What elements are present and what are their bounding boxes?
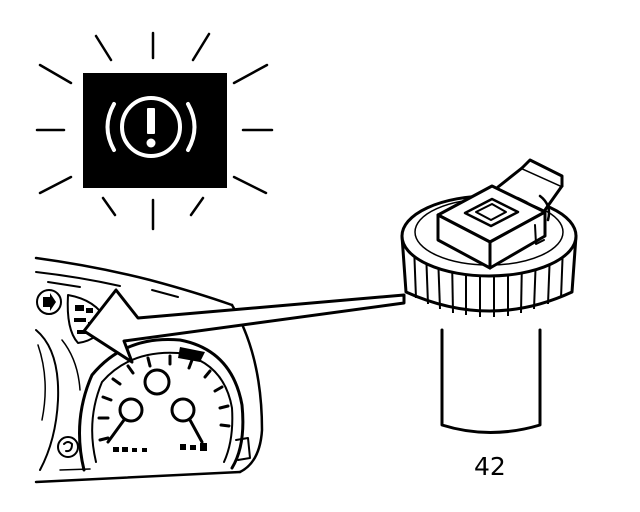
instrument-cluster <box>34 256 264 484</box>
brake-warning-icon <box>105 96 197 158</box>
part-number-label: 42 <box>474 452 506 481</box>
flash-rays <box>35 31 274 231</box>
warning-light-group <box>35 31 274 231</box>
location-arrow <box>82 288 406 364</box>
brake-fluid-level-sensor: 42 <box>400 158 578 481</box>
